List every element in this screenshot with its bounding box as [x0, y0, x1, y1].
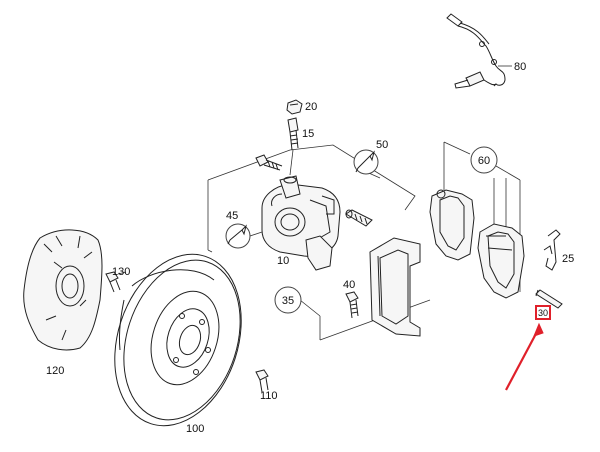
- caliper-body: [261, 175, 341, 271]
- brake-disc: [114, 253, 242, 427]
- highlight-box: [535, 305, 551, 320]
- part-number-10: 10: [277, 255, 289, 267]
- shield-bolt: [105, 271, 127, 293]
- brake-pad-outer: [429, 189, 475, 261]
- pad-retaining-pin: [535, 289, 563, 309]
- callout-50: [353, 149, 379, 175]
- part-number-20: 20: [305, 101, 317, 113]
- part-number-130: 130: [112, 266, 130, 278]
- part-number-110: 110: [260, 390, 278, 402]
- highlight-arrow: [505, 322, 544, 391]
- callout-60: [470, 146, 498, 174]
- brake-pad-inner: [477, 223, 525, 299]
- disc-bolt: [255, 369, 269, 393]
- pad-clip: [543, 229, 561, 271]
- part-number-15: 15: [302, 128, 314, 140]
- callout-45: [225, 223, 263, 249]
- bracket-bolt: [345, 291, 359, 319]
- part-number-100: 100: [186, 423, 204, 435]
- wear-sensor: [446, 13, 512, 89]
- part-number-80: 80: [514, 61, 526, 73]
- part-number-50: 50: [376, 139, 388, 151]
- part-number-40: 40: [343, 279, 355, 291]
- guide-pin: [345, 209, 373, 227]
- nut-part: [286, 99, 303, 115]
- bleeder-screw: [287, 117, 299, 176]
- caliper-bracket: [369, 237, 421, 337]
- part-number-120: 120: [46, 365, 64, 377]
- part-number-60: 60: [478, 155, 490, 167]
- splash-shield: [23, 229, 103, 351]
- part-number-30: 30: [538, 308, 548, 318]
- caliper-bolt: [255, 154, 283, 171]
- part-number-35: 35: [282, 295, 294, 307]
- callout-35: [274, 286, 302, 314]
- part-number-45: 45: [226, 210, 238, 222]
- part-number-25: 25: [562, 253, 574, 265]
